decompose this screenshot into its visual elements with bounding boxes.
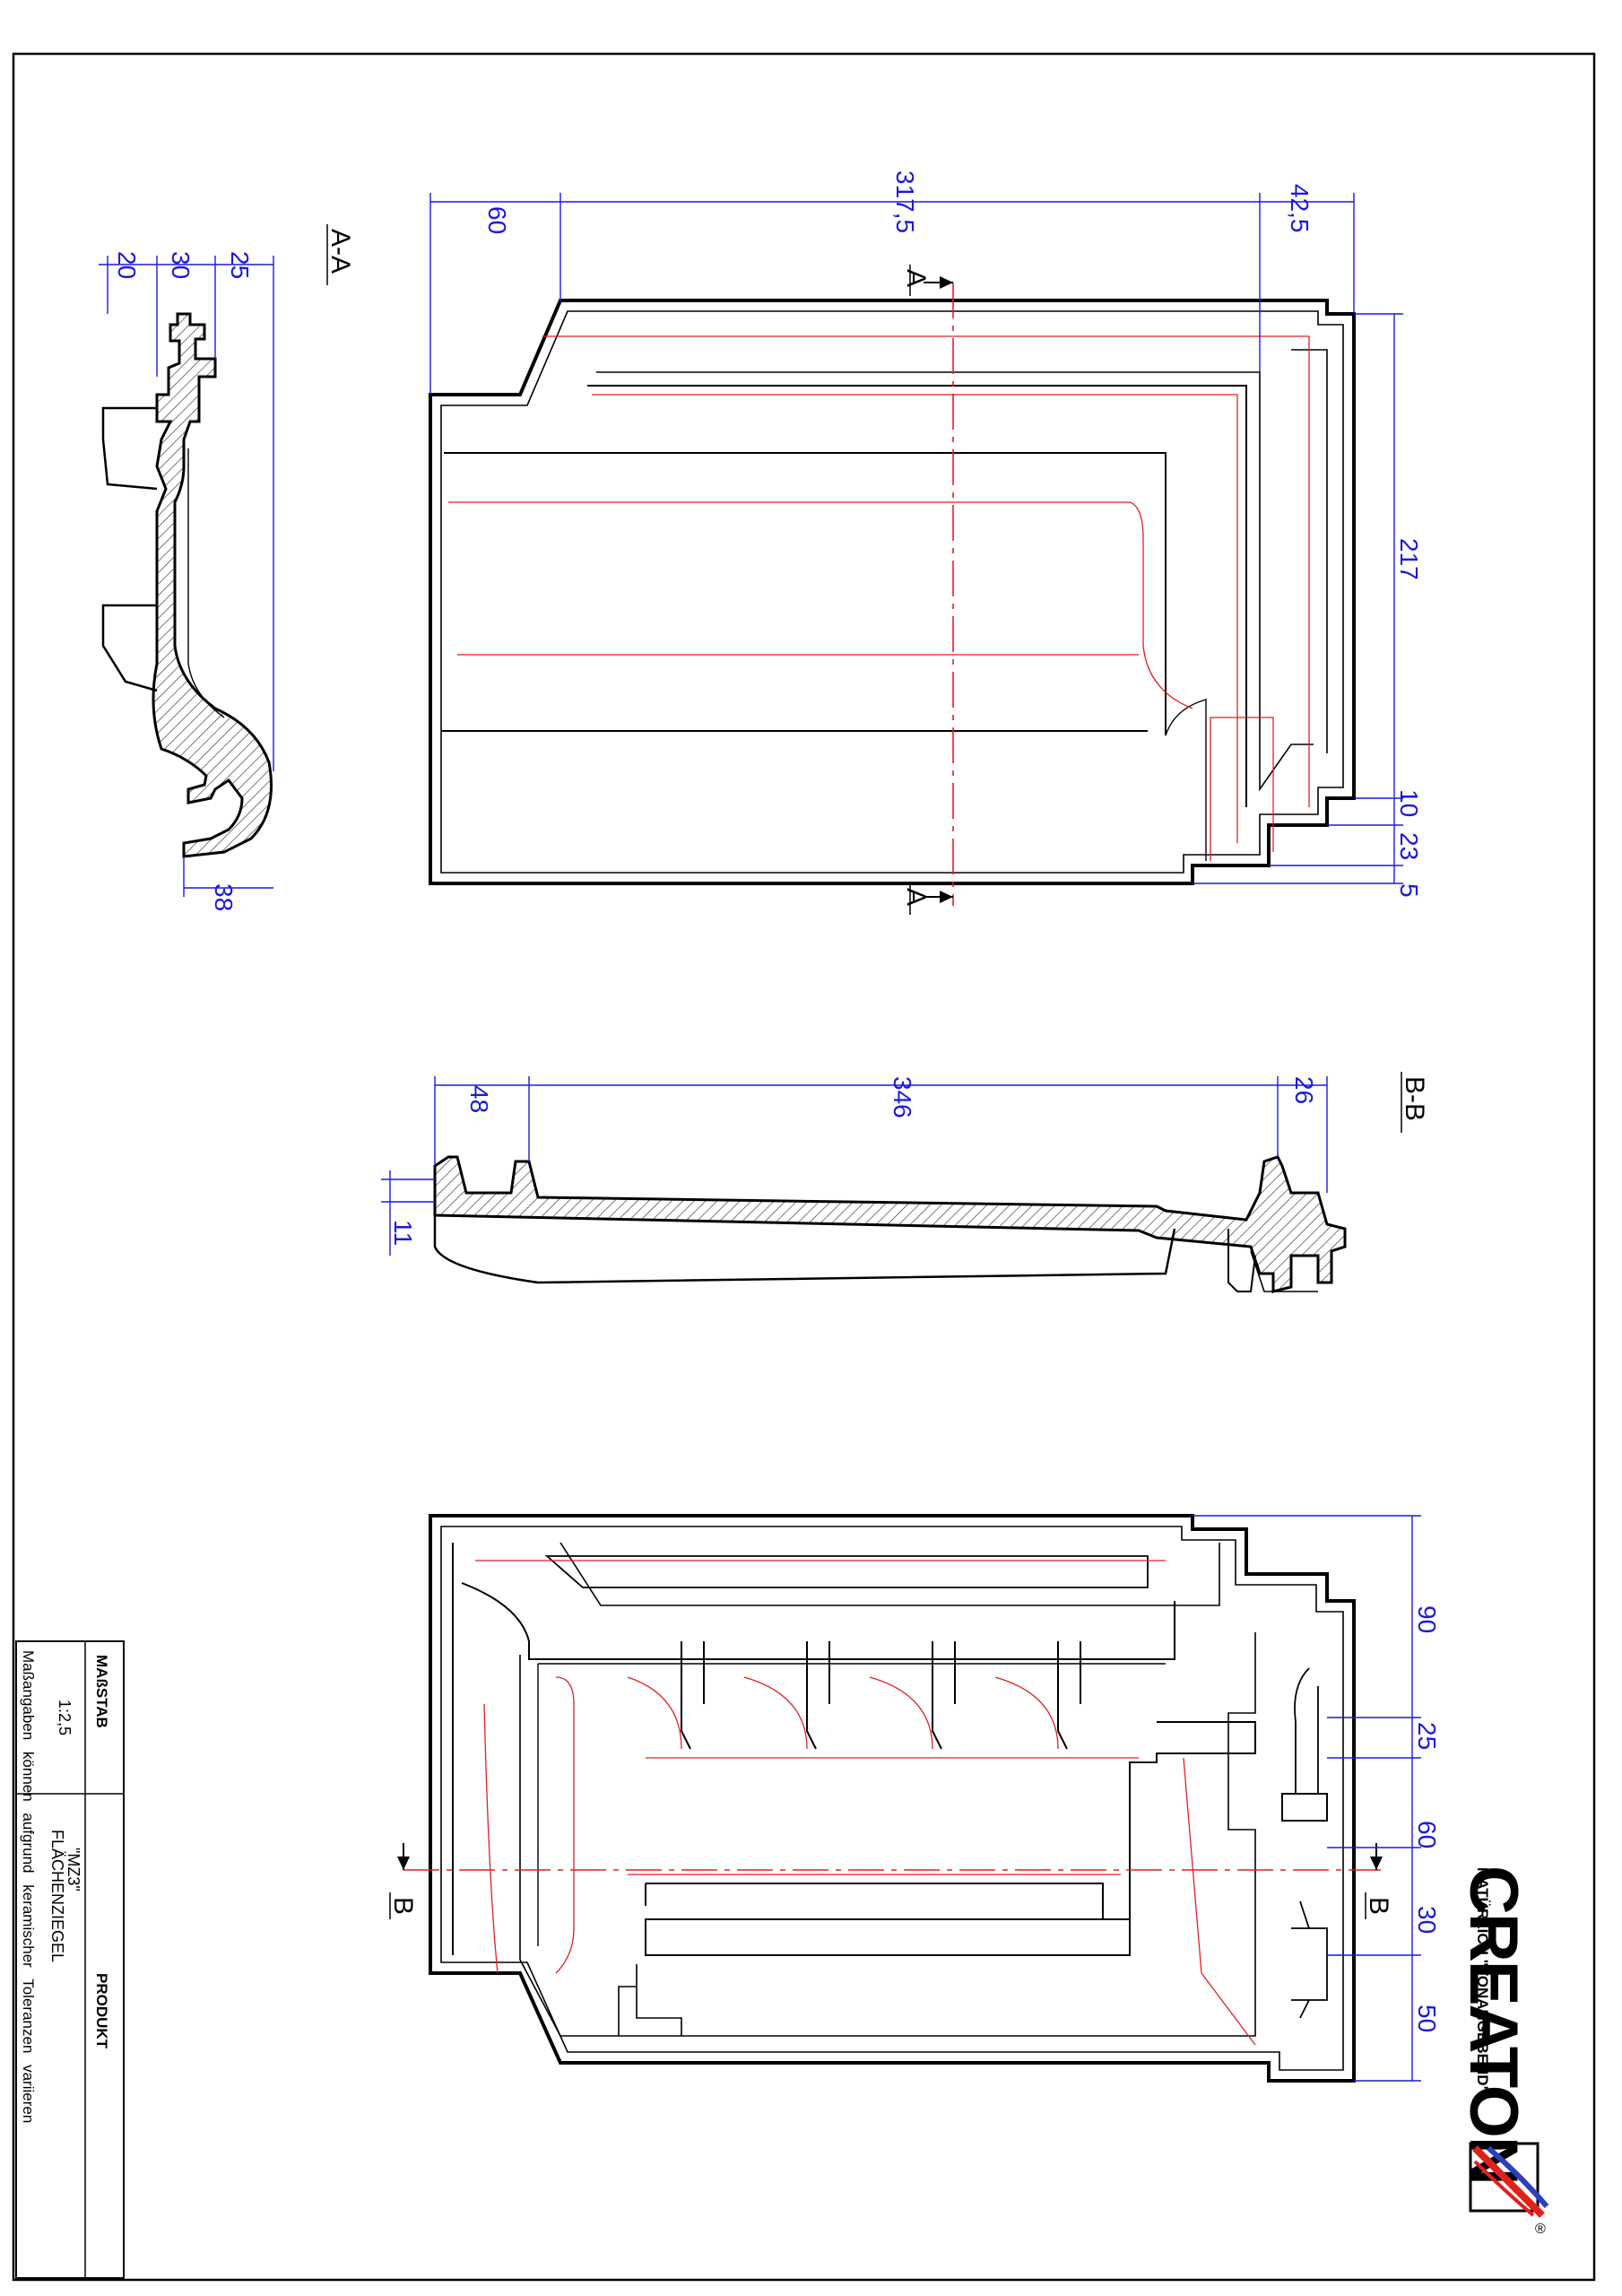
- dim-bottom-50: 50: [1413, 2005, 1441, 2032]
- dim-top-217: 217: [1395, 538, 1423, 580]
- produkt-name: "MZ3": [65, 1848, 82, 1892]
- massstab-value: 1:2,5: [56, 1700, 74, 1735]
- dim-top-5: 5: [1395, 883, 1423, 898]
- section-mark-a-top: A: [901, 265, 953, 296]
- dim-bottom-25: 25: [1413, 1722, 1441, 1750]
- section-mark-label: A: [901, 269, 931, 287]
- logo-emblem-icon: [1469, 2142, 1549, 2218]
- massstab-label: MAßSTAB: [93, 1655, 110, 1728]
- creaton-logo: CREATON NATÜRLICH "TONANGEBEND" ®: [1455, 1866, 1549, 2237]
- dim-bb-11: 11: [389, 1220, 417, 1246]
- logo-slogan: NATÜRLICH "TONANGEBEND": [1474, 1867, 1491, 2093]
- section-mark-a-bottom: A: [901, 883, 953, 915]
- section-bb: B-B 48 346 26 11: [381, 1072, 1429, 1293]
- section-bb-label: B-B: [1400, 1076, 1429, 1121]
- dim-aa-38: 38: [210, 883, 238, 911]
- dim-top-10: 10: [1395, 789, 1423, 817]
- dim-bottom-60: 60: [1413, 1821, 1441, 1848]
- dim-aa-25: 25: [226, 251, 254, 279]
- dim-bb-26: 26: [1290, 1076, 1318, 1104]
- dim-top-60: 60: [483, 206, 511, 234]
- produkt-type: FLÄCHENZIEGEL: [48, 1830, 66, 1962]
- title-block: MAßSTAB 1:2,5 PRODUKT "MZ3" FLÄCHENZIEGE…: [15, 1640, 125, 2279]
- dim-aa-30: 30: [167, 251, 195, 279]
- section-mark-label: B: [1364, 1897, 1393, 1915]
- section-mark-b-right: B: [1364, 1843, 1393, 1919]
- section-aa-label: A-A: [325, 229, 355, 274]
- produkt-label: PRODUKT: [93, 1973, 110, 2049]
- dim-aa-20: 20: [113, 251, 141, 279]
- dim-top-23: 23: [1395, 832, 1423, 860]
- svg-text:®: ®: [1535, 2222, 1546, 2237]
- section-mark-b-left: B: [388, 1843, 418, 1919]
- section-mark-label: B: [388, 1897, 418, 1915]
- dim-top-42-5: 42,5: [1286, 184, 1314, 233]
- logo-wordmark: CREATON: [1455, 1866, 1531, 2184]
- tolerance-note: Maßangaben können aufgrund keramischer T…: [20, 1650, 37, 2123]
- section-mark-label: A: [901, 888, 931, 906]
- sheet-border: [12, 52, 1596, 2282]
- top-view: A A 60 317,5 42,5 217 10 23 5: [429, 170, 1423, 915]
- dim-bb-48: 48: [465, 1085, 493, 1113]
- dim-bottom-90: 90: [1413, 1605, 1441, 1633]
- dim-top-317-5: 317,5: [891, 170, 919, 233]
- section-aa: A-A 20 30 25 38: [99, 224, 355, 911]
- dim-bb-346: 346: [889, 1076, 916, 1118]
- dim-bottom-30: 30: [1413, 1906, 1441, 1934]
- bottom-view: B B 90 25 60 30 50: [388, 1514, 1441, 2083]
